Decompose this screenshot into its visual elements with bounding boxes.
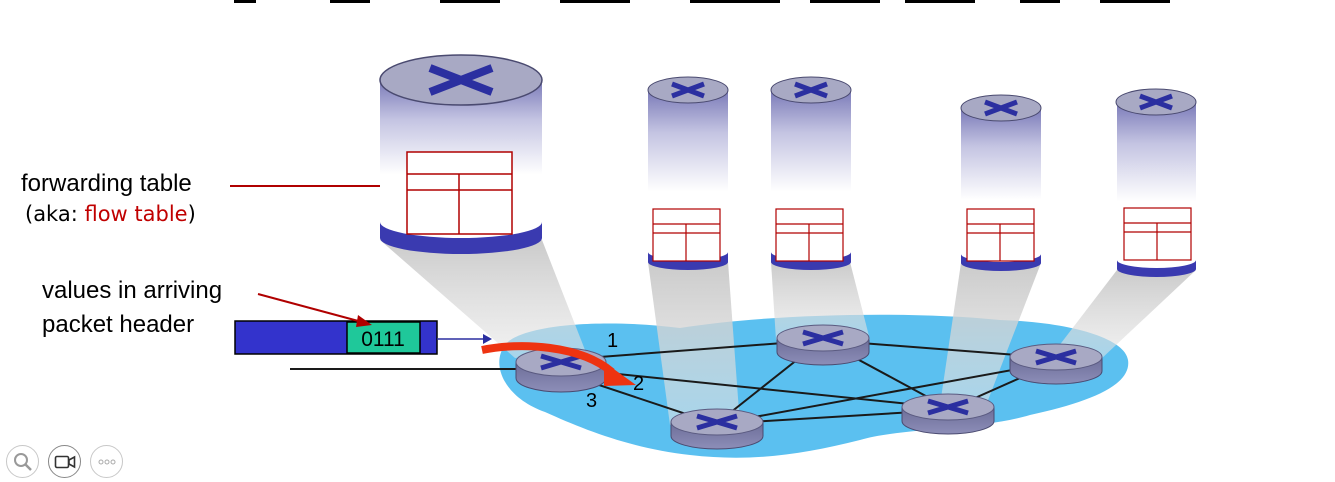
aka-label: (aka: flow table) <box>25 202 196 226</box>
router-icon <box>776 324 870 366</box>
packet-header-label-line1: values in arriving <box>42 277 223 304</box>
flow-table-icon <box>406 151 513 235</box>
flow-table-icon <box>1123 207 1192 261</box>
annotation-arrows <box>230 180 396 327</box>
packet-header-value: 0111 <box>361 328 405 351</box>
controllers <box>379 54 1197 277</box>
controller-cylinder <box>379 54 543 254</box>
router-icon <box>1009 343 1103 385</box>
more-options-button[interactable] <box>90 445 123 478</box>
flow-arrow <box>481 342 615 376</box>
slide-controls <box>6 445 123 478</box>
controller-cylinder <box>647 76 729 270</box>
zoom-icon <box>13 452 32 471</box>
flow-table-icon <box>966 208 1035 262</box>
aka-suffix: ) <box>187 202 196 226</box>
flow-table-icon <box>652 208 721 262</box>
router-icon <box>670 408 764 450</box>
router-icon <box>515 347 607 393</box>
router-icon <box>901 393 995 435</box>
port-label-1: 1 <box>607 330 619 352</box>
controller-cylinder <box>960 94 1042 271</box>
routers <box>515 324 1103 450</box>
video-icon <box>54 455 75 468</box>
aka-prefix: (aka: <box>25 202 85 226</box>
arriving-packet <box>234 320 492 355</box>
flow-arrowhead <box>604 362 636 386</box>
video-button[interactable] <box>48 445 81 478</box>
flow-table-icon <box>775 208 844 262</box>
forwarding-table-label: forwarding table <box>21 170 192 197</box>
flow-table-term: flow table <box>84 202 188 226</box>
packet-header-label: values in arriving packet header <box>42 274 222 342</box>
port-label-3: 3 <box>586 390 598 412</box>
cut-off-heading <box>234 0 1170 3</box>
packet-header-label-line2: packet header <box>42 311 195 338</box>
more-icon <box>98 459 115 464</box>
zoom-button[interactable] <box>6 445 39 478</box>
controller-cylinder <box>1115 88 1197 277</box>
controller-cylinder <box>770 76 852 270</box>
port-label-2: 2 <box>633 373 645 395</box>
